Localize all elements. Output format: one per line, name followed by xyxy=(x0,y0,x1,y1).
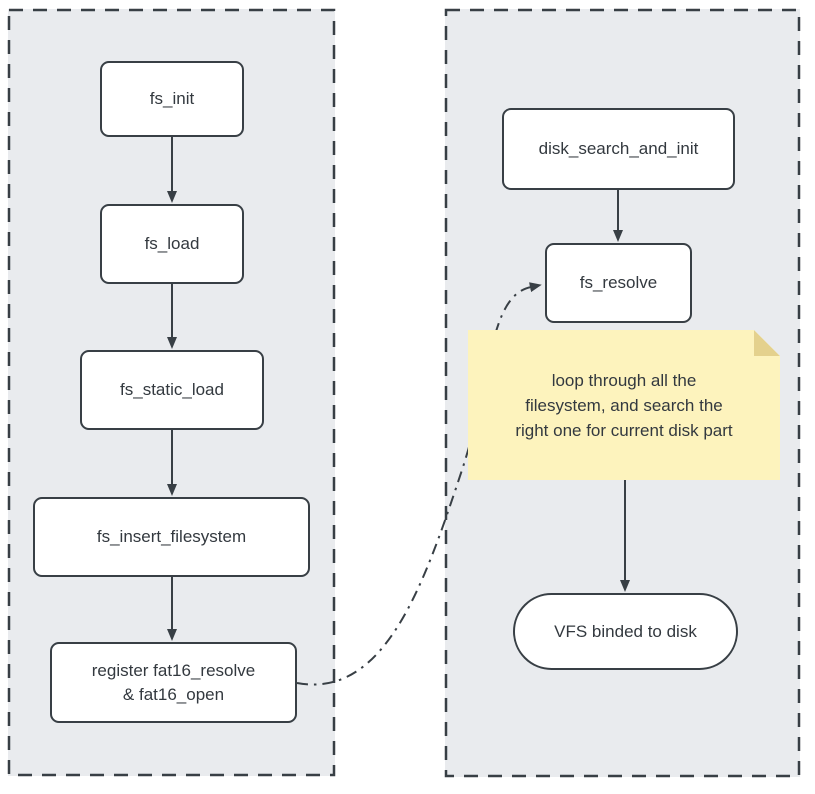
node-fs-insert-filesystem: fs_insert_filesystem xyxy=(33,497,310,577)
node-register-fat16-label-line2: & fat16_open xyxy=(122,684,225,704)
node-vfs-binded-to-disk: VFS binded to disk xyxy=(513,593,738,670)
note-text-line: filesystem, and search the xyxy=(525,395,723,415)
node-fs-insert-filesystem-label: fs_insert_filesystem xyxy=(96,527,247,546)
note-text: loop through all the filesystem, and sea… xyxy=(515,368,732,443)
sticky-note: loop through all the filesystem, and sea… xyxy=(468,330,780,480)
node-fs-resolve: fs_resolve xyxy=(545,243,692,323)
note-text-line: right one for current disk part xyxy=(515,420,733,440)
node-register-fat16: register fat16_resolve & fat16_open xyxy=(50,642,297,723)
node-fs-load: fs_load xyxy=(100,204,244,284)
note-text-line: loop through all the xyxy=(551,370,697,390)
node-fs-load-label: fs_load xyxy=(144,234,200,253)
node-fs-static-load-label: fs_static_load xyxy=(120,380,224,399)
node-disk-search-and-init: disk_search_and_init xyxy=(502,108,735,190)
node-fs-init: fs_init xyxy=(100,61,244,137)
node-register-fat16-label-line1: register fat16_resolve xyxy=(91,660,256,680)
node-fs-resolve-label: fs_resolve xyxy=(579,273,658,292)
node-fs-static-load: fs_static_load xyxy=(80,350,264,430)
node-disk-search-and-init-label: disk_search_and_init xyxy=(538,139,699,158)
node-fs-init-label: fs_init xyxy=(149,89,195,108)
node-vfs-binded-to-disk-label: VFS binded to disk xyxy=(554,621,697,641)
